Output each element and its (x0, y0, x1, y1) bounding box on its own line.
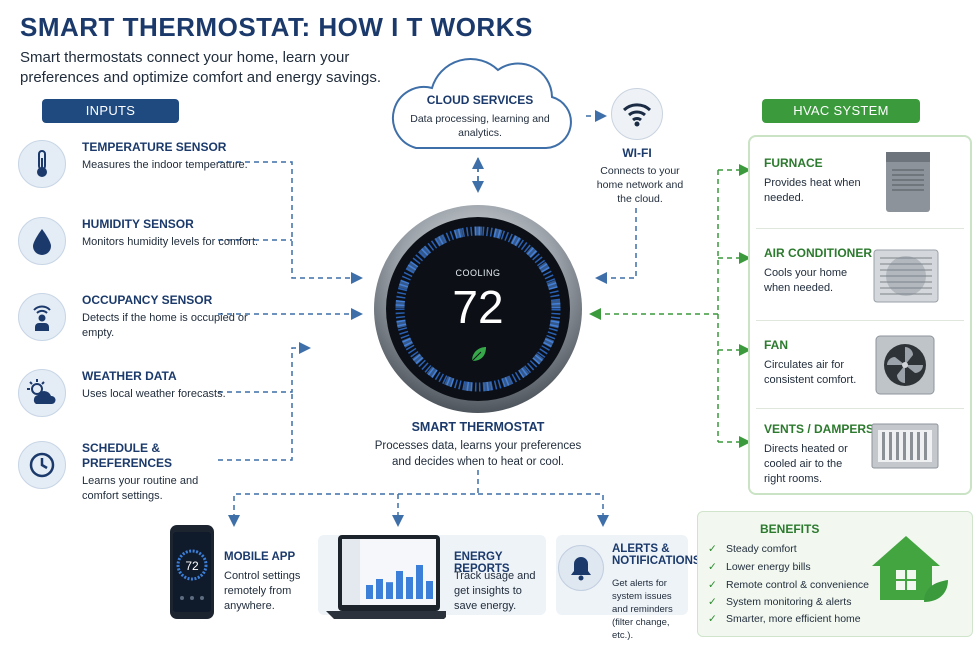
energy-bar (376, 579, 383, 599)
connector-schedule (218, 392, 293, 461)
hvac-title: AIR CONDITIONER (764, 246, 872, 260)
droplet-icon (18, 217, 66, 265)
energy-bar (406, 577, 413, 599)
hvac-desc: Circulates air for consistent comfort. (764, 359, 857, 386)
cloud-services-title: CLOUD SERVICES (426, 93, 534, 107)
input-title: HUMIDITY SENSOR (82, 217, 194, 231)
hvac-title: VENTS / DAMPERS (764, 422, 875, 436)
hvac-desc: Cools your home when needed. (764, 267, 848, 294)
connector-alerts (478, 493, 609, 527)
energy-reports-desc: Track usage and get insights to save ene… (454, 570, 536, 612)
wifi-title: WI-FI (622, 146, 652, 160)
input-desc: Uses local weather forecasts. (82, 388, 226, 400)
benefits-title: BENEFITS (760, 522, 820, 536)
input-desc: Monitors humidity levels for comfort. (82, 236, 259, 248)
person-signal-icon (18, 293, 66, 341)
check-icon: ✓ (708, 579, 717, 591)
hvac-furnace: FURNACE Provides heat when needed. (752, 138, 968, 224)
mobile-app-title: MOBILE APP (224, 551, 296, 563)
input-title: TEMPERATURE SENSOR (82, 140, 227, 154)
input-title: WEATHER DATA (82, 369, 177, 383)
page-title: SMART THERMOSTAT: HOW I T WORKS (20, 12, 533, 42)
hvac-fan: FAN Circulates air for consistent comfor… (752, 320, 968, 406)
input-desc: Measures the indoor temperature. (82, 159, 248, 171)
benefit-item: ✓Steady comfort (708, 543, 797, 555)
wifi-desc: Connects to your home network and the cl… (596, 165, 684, 205)
energy-bar (366, 585, 373, 599)
energy-reports-title: ENERGY REPORTS (454, 551, 510, 575)
mobile-app-card: 72 MOBILE APP Control settings remotely … (162, 525, 307, 619)
input-title: SCHEDULE & PREFERENCES (82, 441, 173, 470)
thermostat-device (374, 205, 582, 413)
inputs-label: INPUTS (42, 99, 179, 123)
connector-temperature (218, 161, 363, 284)
connector-weather (218, 342, 311, 393)
input-temperature-sensor: TEMPERATURE SENSOR Measures the indoor t… (18, 140, 268, 210)
green-home-icon (872, 536, 948, 602)
hvac-air-conditioner: AIR CONDITIONER Cools your home when nee… (752, 228, 968, 314)
benefit-item: ✓Remote control & convenience (708, 579, 869, 591)
alerts-title: ALERTS & NOTIFICATIONS (612, 543, 701, 567)
energy-bar (426, 581, 433, 599)
benefit-item: ✓Smarter, more efficient home (708, 613, 861, 625)
check-icon: ✓ (708, 543, 717, 555)
divider (756, 408, 964, 409)
energy-bar (386, 582, 393, 599)
leaf-icon (471, 347, 486, 362)
input-desc: Learns your routine and comfort settings… (82, 475, 199, 502)
air-conditioner-icon (873, 249, 939, 303)
benefit-item: ✓System monitoring & alerts (708, 596, 852, 608)
energy-bars (366, 565, 433, 599)
fan-icon (875, 335, 935, 395)
mobile-app-desc: Control settings remotely from anywhere. (224, 570, 301, 612)
phone-temperature: 72 (185, 559, 199, 573)
thermometer-icon (18, 140, 66, 188)
input-desc: Detects if the home is occupied or empty… (82, 312, 248, 339)
check-icon: ✓ (708, 561, 717, 573)
benefit-item: ✓Lower energy bills (708, 561, 811, 573)
connector-wifi-thermo (595, 208, 637, 284)
thermostat-title: SMART THERMOSTAT (411, 420, 545, 434)
hvac-vents-dampers: VENTS / DAMPERS Directs heated or cooled… (752, 404, 968, 490)
laptop-icon (326, 535, 446, 619)
input-schedule-preferences: SCHEDULE & PREFERENCES Learns your routi… (18, 441, 268, 511)
bell-icon (558, 545, 604, 591)
input-weather-data: WEATHER DATA Uses local weather forecast… (18, 369, 268, 439)
hvac-title: FAN (764, 338, 788, 352)
cloud-icon (391, 58, 572, 149)
smartphone-icon: 72 (170, 525, 214, 619)
check-icon: ✓ (708, 596, 717, 608)
cloud-services-desc: Data processing, learning and analytics. (410, 113, 550, 139)
benefits-box: BENEFITS ✓Steady comfort ✓Lower energy b… (697, 511, 973, 637)
divider (756, 320, 964, 321)
energy-reports-card: ENERGY REPORTS Track usage and get insig… (318, 535, 546, 619)
vent-icon (871, 423, 939, 469)
furnace-icon (886, 152, 930, 212)
check-icon: ✓ (708, 613, 717, 625)
thermostat-temperature: 72 (452, 281, 504, 333)
input-humidity-sensor: HUMIDITY SENSOR Monitors humidity levels… (18, 217, 268, 287)
hvac-desc: Provides heat when needed. (764, 177, 861, 204)
sun-cloud-icon (18, 369, 66, 417)
connector-outputs (228, 470, 479, 527)
alerts-card: ALERTS & NOTIFICATIONS Get alerts for sy… (556, 535, 701, 641)
hvac-label: HVAC SYSTEM (762, 99, 920, 123)
thermostat-mode: COOLING (455, 268, 501, 278)
page-subtitle: Smart thermostats connect your home, lea… (20, 49, 382, 86)
divider (756, 228, 964, 229)
clock-icon (18, 441, 66, 489)
input-occupancy-sensor: OCCUPANCY SENSOR Detects if the home is … (18, 293, 268, 363)
energy-bar (416, 565, 423, 599)
hvac-title: FURNACE (764, 156, 823, 170)
input-title: OCCUPANCY SENSOR (82, 293, 213, 307)
alerts-desc: Get alerts for system issues and reminde… (612, 578, 673, 641)
energy-bar (396, 571, 403, 599)
wifi-icon (611, 88, 663, 140)
thermostat-desc: Processes data, learns your preferences … (374, 440, 582, 468)
hvac-desc: Directs heated or cooled air to the righ… (764, 443, 848, 485)
